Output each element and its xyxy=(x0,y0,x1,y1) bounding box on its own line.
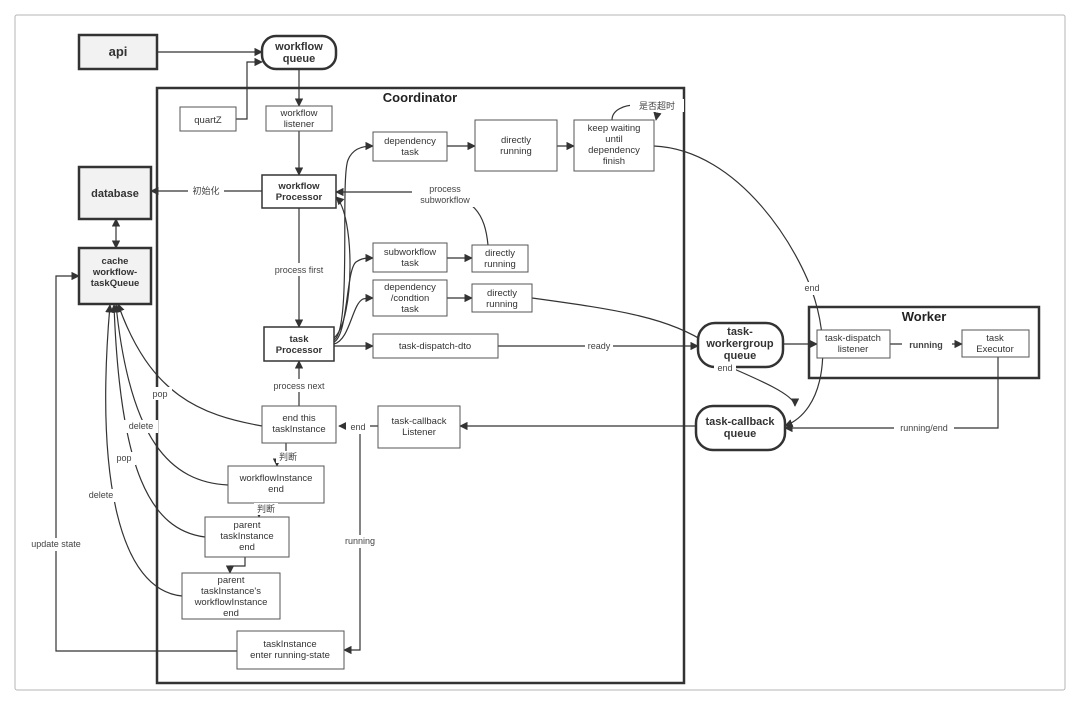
delete-label-1: delete xyxy=(129,421,154,431)
edge-running-state-update xyxy=(55,271,237,652)
edge-end-this-pop xyxy=(116,303,263,427)
task-callback-listener-node xyxy=(377,405,461,449)
api-node xyxy=(77,33,159,71)
ready-label: ready xyxy=(588,341,611,351)
edge-workflow-end-delete xyxy=(112,304,229,486)
pop-label-1: pop xyxy=(152,389,167,399)
running-bold-label: running xyxy=(909,340,943,350)
dispatch-listener-node xyxy=(816,329,891,359)
database-node xyxy=(77,165,153,221)
worker-container xyxy=(807,305,1041,380)
parent-task-end-node xyxy=(204,516,290,558)
workflow-instance-end-node xyxy=(227,465,325,504)
edge-direct3-to-workergroup xyxy=(531,297,709,345)
quartz-node xyxy=(179,106,237,132)
task-dispatch-dto-node xyxy=(372,333,499,359)
running-label: running xyxy=(345,536,375,546)
end-this-task-node xyxy=(261,405,337,444)
judge-label-2: 判断 xyxy=(257,503,275,514)
edge-task-processor-to-condition xyxy=(333,293,374,345)
coordinator-container xyxy=(155,86,686,685)
directly-running-2-node xyxy=(471,244,529,273)
dependency-task-node xyxy=(372,131,448,162)
end-label-a: end xyxy=(804,283,819,293)
worker-title: Worker xyxy=(902,309,947,324)
edges xyxy=(55,47,999,655)
edge-parent-end-pop xyxy=(110,304,206,538)
keep-waiting-node xyxy=(573,119,655,172)
edge-listener-running-to-running-state xyxy=(343,434,361,655)
quartz-label: quartZ xyxy=(194,115,222,126)
directly-running-1-node xyxy=(474,119,558,172)
end-label-b: end xyxy=(717,363,732,373)
workflow-processor-node xyxy=(261,174,337,209)
judge-label-1: 判断 xyxy=(279,451,297,462)
process-next-label: process next xyxy=(273,381,325,391)
edge-keep-waiting-to-callback-queue xyxy=(653,145,824,428)
database-label: database xyxy=(91,188,139,200)
canvas-frame xyxy=(14,14,1066,691)
running-end-label: running/end xyxy=(900,423,948,433)
workflow-queue-node xyxy=(260,34,338,71)
process-first-label: process first xyxy=(275,265,324,275)
condition-task-node xyxy=(372,279,448,317)
subworkflow-task-node xyxy=(372,242,448,273)
cache-node xyxy=(77,246,153,306)
workergroup-queue-node xyxy=(696,321,785,369)
directly-running-3-node xyxy=(471,283,533,313)
edge-parent-workflow-end-delete xyxy=(105,304,183,597)
end-label-c: end xyxy=(350,422,365,432)
edge-task-processor-to-dependency xyxy=(333,141,374,341)
task-executor-node xyxy=(961,329,1030,358)
delete-label-2: delete xyxy=(89,490,114,500)
callback-queue-node xyxy=(694,404,787,452)
edge-executor-to-callback-queue xyxy=(784,357,999,433)
edge-quartz-to-workflow-queue xyxy=(236,57,263,120)
edge-task-processor-to-subworkflow xyxy=(333,253,374,343)
timeout-label: 是否超时 xyxy=(639,100,675,111)
task-running-state-node xyxy=(236,630,345,670)
task-processor-node xyxy=(263,326,335,362)
parent-workflow-end-node xyxy=(181,572,281,620)
edge-task-processor-to-processor xyxy=(333,196,351,339)
init-label: 初始化 xyxy=(192,185,219,196)
workflow-listener-node xyxy=(265,105,333,132)
update-state-label: update state xyxy=(31,539,81,549)
pop-label-2: pop xyxy=(116,453,131,463)
task-dispatch-dto-label: task-dispatch-dto xyxy=(399,341,471,352)
coordinator-title: Coordinator xyxy=(383,90,457,105)
api-label: api xyxy=(109,44,128,59)
edge-parent-end-to-parent-workflow-end xyxy=(225,557,246,574)
